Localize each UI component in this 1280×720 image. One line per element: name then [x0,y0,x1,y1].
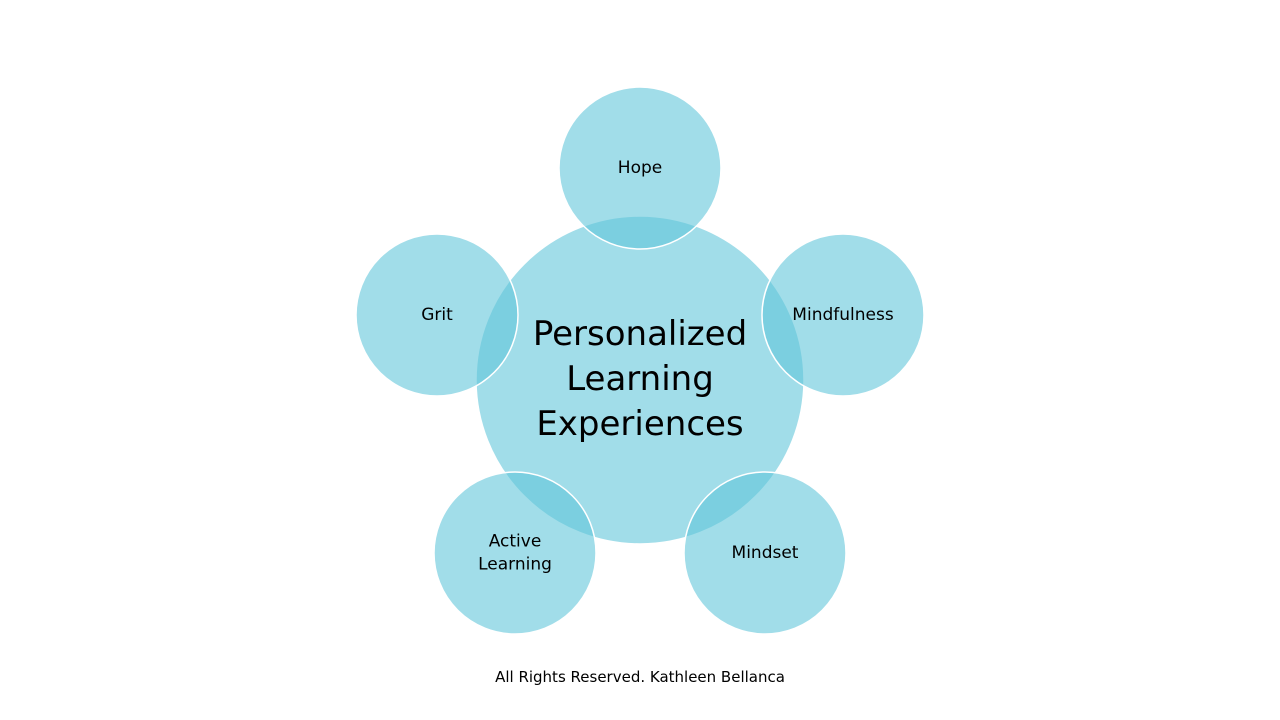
center-label-line: Personalized [533,314,747,354]
satellite-circle-active-learning [433,471,597,635]
center-label-line: Learning [566,359,714,399]
copyright-footer: All Rights Reserved. Kathleen Bellanca [495,668,785,686]
satellite-circle-mindset [683,471,847,635]
satellite-label-mindfulness: Mindfulness [792,305,894,325]
satellite-label-mindset-line: Mindset [732,543,799,563]
satellite-label-grit-line: Grit [421,305,453,325]
satellite-label-mindfulness-line: Mindfulness [792,305,894,325]
satellite-label-grit: Grit [421,305,453,325]
satellite-label-active-learning-line: Active [489,532,542,552]
satellite-circle-hope [558,86,722,250]
center-label-line: Experiences [536,404,743,444]
satellite-label-active-learning-line: Learning [478,555,552,575]
satellite-circle-grit [355,233,519,397]
satellite-circle-mindfulness [761,233,925,397]
satellite-label-hope: Hope [618,158,662,178]
satellite-label-hope-line: Hope [618,158,662,178]
satellite-label-mindset: Mindset [732,543,799,563]
